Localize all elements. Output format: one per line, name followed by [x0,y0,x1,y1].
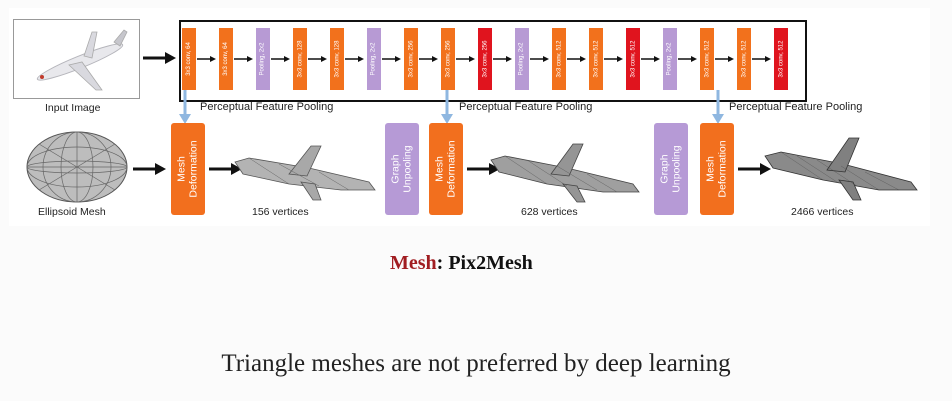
slide-subtitle: Triangle meshes are not preferred by dee… [221,350,731,377]
airplane-mesh-icon [490,143,640,203]
conv-layer: 3x3 conv, 256 [478,28,492,90]
perceptual-feature-pooling-label: Perceptual Feature Pooling [200,101,334,113]
conv-layer: 3x3 conv, 512 [774,28,788,90]
feature-arrow-icon [712,90,724,124]
arrow-icon [419,56,438,62]
arrow-icon [197,56,216,62]
arrow-icon [530,56,549,62]
input-image-caption: Input Image [45,102,101,114]
conv-layer: 3x3 conv, 64 [219,28,233,90]
conv-layer: 3x3 conv, 512 [700,28,714,90]
airplane-mesh-icon [234,145,376,201]
pooling-layer: Pooling, 2x2 [663,28,677,90]
perceptual-feature-pooling-label: Perceptual Feature Pooling [459,101,593,113]
conv-layer: 3x3 conv, 512 [626,28,640,90]
arrow-icon [271,56,290,62]
ellipsoid-mesh-icon [26,131,128,203]
pooling-layer: Pooling, 2x2 [367,28,381,90]
conv-layer: 3x3 conv, 512 [737,28,751,90]
arrow-icon [209,163,242,175]
airplane-photo-icon [36,29,128,91]
pooling-layer: Pooling, 2x2 [515,28,529,90]
arrow-icon [308,56,327,62]
perceptual-feature-pooling-label: Perceptual Feature Pooling [729,101,863,113]
pix2mesh-figure: Input Image 3x3 conv, 64 3x3 conv, 64 Pool… [9,8,930,226]
conv-layer: 3x3 conv, 128 [330,28,344,90]
arrow-icon [382,56,401,62]
arrow-icon [234,56,253,62]
arrow-icon [678,56,697,62]
slide-title: Mesh: Pix2Mesh [390,252,533,274]
conv-layer: 3x3 conv, 512 [589,28,603,90]
mesh-caption: 156 vertices [252,206,309,218]
arrow-icon [493,56,512,62]
feature-arrow-icon [179,90,191,124]
mesh-caption: Ellipsoid Mesh [38,206,106,218]
arrow-icon [738,163,771,175]
arrow-icon [752,56,771,62]
arrow-icon [133,163,166,175]
cnn-backbone: 3x3 conv, 64 3x3 conv, 64 Pooling, 2x2 3x3 … [179,20,807,102]
airplane-mesh-icon [764,137,918,201]
input-image [13,19,140,99]
arrow-icon [567,56,586,62]
pooling-layer: Pooling, 2x2 [256,28,270,90]
arrow-icon [467,163,500,175]
arrow-icon [456,56,475,62]
conv-layer: 3x3 conv, 256 [441,28,455,90]
arrow-icon [604,56,623,62]
arrow-icon [345,56,364,62]
conv-layer: 3x3 conv, 256 [404,28,418,90]
conv-layer: 3x3 conv, 512 [552,28,566,90]
arrow-icon [715,56,734,62]
arrow-icon [641,56,660,62]
conv-layer: 3x3 conv, 64 [182,28,196,90]
feature-arrow-icon [441,90,453,124]
mesh-caption: 2466 vertices [791,206,854,218]
mesh-caption: 628 vertices [521,206,578,218]
conv-layer: 3x3 conv, 128 [293,28,307,90]
arrow-icon [143,52,176,64]
